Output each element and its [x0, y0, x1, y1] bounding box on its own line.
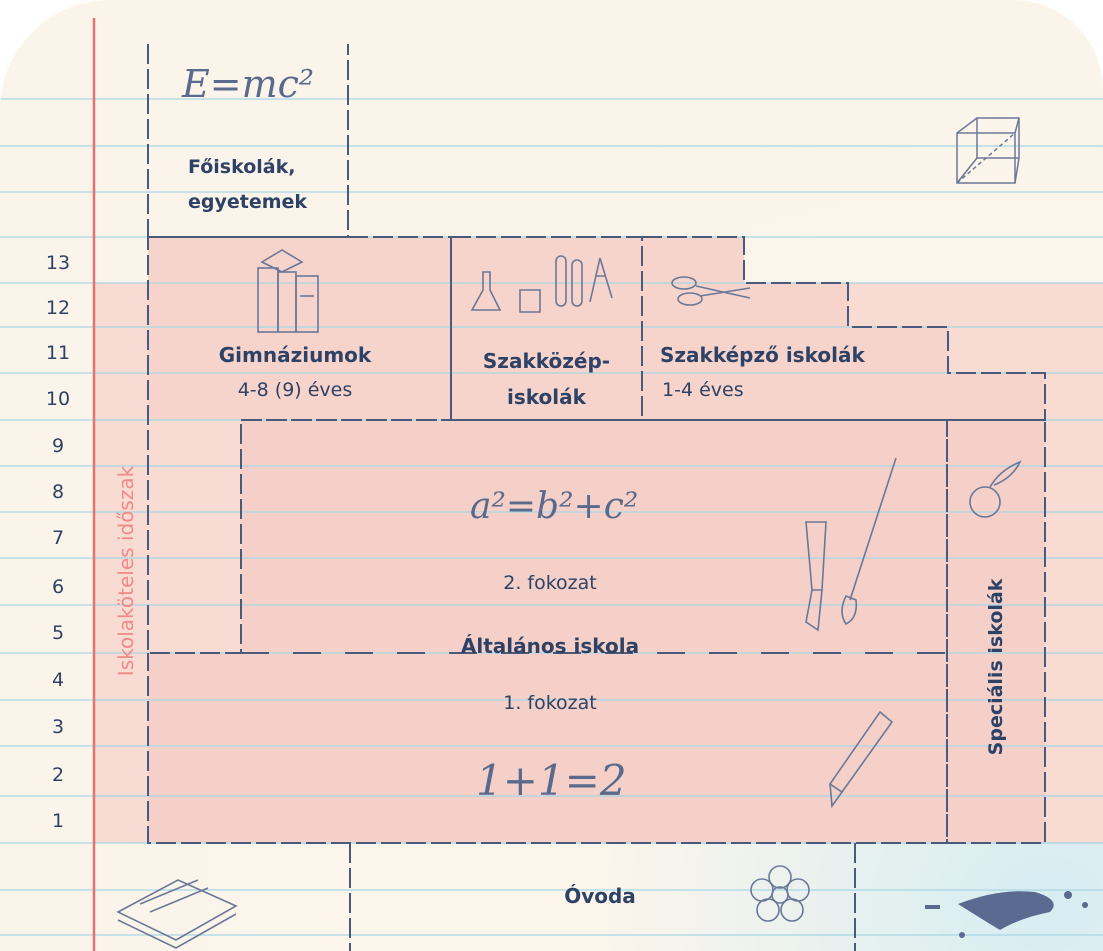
- grade-4: 4: [51, 669, 65, 691]
- szakkozep-label: Szakközép- iskolák: [482, 349, 611, 409]
- flower-icon: [750, 865, 810, 922]
- grade-12: 12: [45, 297, 71, 319]
- scissors-icon: [671, 276, 751, 306]
- books-icon: [257, 249, 319, 333]
- box-outlines: [147, 44, 1046, 951]
- pencil-icon: [828, 710, 894, 809]
- grade-1: 1: [51, 810, 65, 832]
- szakkepzo-sub: 1-4 éves: [662, 379, 744, 401]
- altalanos-lower-fill: [148, 653, 947, 843]
- specialis-outline: [946, 419, 1046, 844]
- grade-11: 11: [45, 342, 71, 364]
- grade-5: 5: [51, 622, 65, 644]
- ink-splat-icon: [925, 891, 1088, 938]
- einstein-formula: E=mc²: [182, 62, 315, 106]
- lab-flask-icon: [470, 255, 613, 313]
- notebook-icon: [116, 879, 238, 949]
- pink-regions: [95, 237, 1103, 843]
- compulsory-school-label: Iskolaköteles időszak: [114, 465, 138, 677]
- sum-formula: 1+1=2: [476, 756, 627, 805]
- szakkepzo-title: Szakképző iskolák: [660, 343, 865, 367]
- apple-icon: [969, 460, 1022, 518]
- specialis-label: Speciális iskolák: [985, 578, 1007, 756]
- gimnazium-sub: 4-8 (9) éves: [237, 379, 353, 401]
- altalanos-upper-fill: [241, 420, 947, 653]
- grade-8: 8: [51, 481, 65, 503]
- grade-9: 9: [51, 435, 65, 457]
- foiskolak-label: Főiskolák, egyetemek: [188, 156, 308, 213]
- gimnazium-fill: [148, 237, 451, 420]
- ovoda-label: Óvoda: [564, 884, 636, 908]
- specialis-fill: [947, 420, 1045, 843]
- grade-10: 10: [45, 388, 71, 410]
- grade-3: 3: [51, 716, 65, 738]
- grade-6: 6: [51, 576, 65, 598]
- szakkepzo-outline: [642, 236, 1046, 421]
- szakkozep-fill: [451, 237, 642, 420]
- pythagoras-formula: a²=b²+c²: [470, 486, 639, 527]
- grade-7: 7: [51, 527, 65, 549]
- marker-brush-icon: [805, 457, 897, 632]
- cube-sketch-icon: [956, 117, 1020, 184]
- grade-13: 13: [45, 252, 71, 274]
- grade-2: 2: [51, 764, 65, 786]
- fokozat2-label: 2. fokozat: [503, 572, 597, 594]
- altalanos-label: Általános iskola: [460, 634, 640, 658]
- ovoda-outline: [349, 843, 856, 951]
- fokozat1-label: 1. fokozat: [503, 692, 597, 714]
- gimnazium-title: Gimnáziumok: [218, 343, 372, 367]
